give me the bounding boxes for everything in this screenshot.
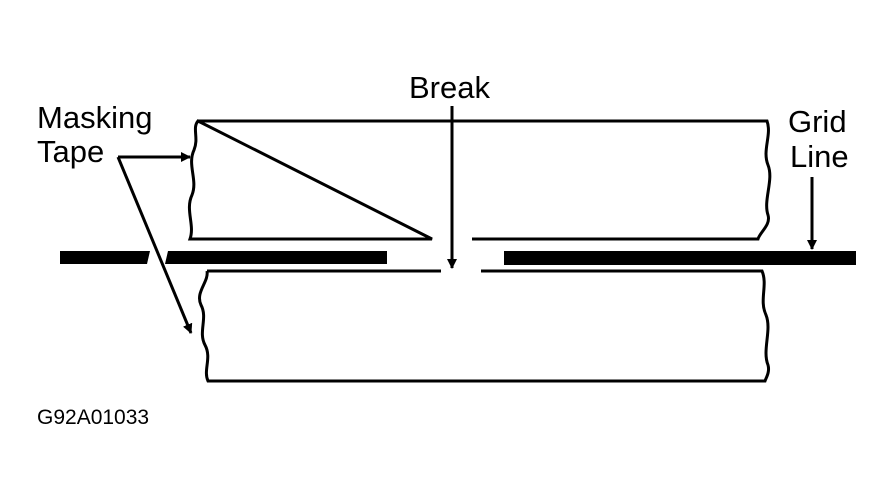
label-line: Line — [790, 139, 849, 174]
grid-line — [60, 251, 856, 265]
masking-tape-upper — [187, 119, 772, 241]
callout-arrows — [116, 106, 817, 334]
grid-line-left-segment-2 — [165, 251, 387, 264]
label-masking: Masking — [37, 100, 152, 135]
masking-tape-arrow-lower — [116, 156, 193, 334]
label-grid: Grid — [788, 104, 847, 139]
masking-tape-lower — [198, 269, 771, 383]
figure-code: G92A01033 — [37, 406, 149, 429]
grid-line-left-segment — [60, 251, 150, 264]
label-break: Break — [409, 70, 490, 105]
grid-line-right-segment — [504, 251, 856, 265]
label-tape: Tape — [37, 134, 104, 169]
